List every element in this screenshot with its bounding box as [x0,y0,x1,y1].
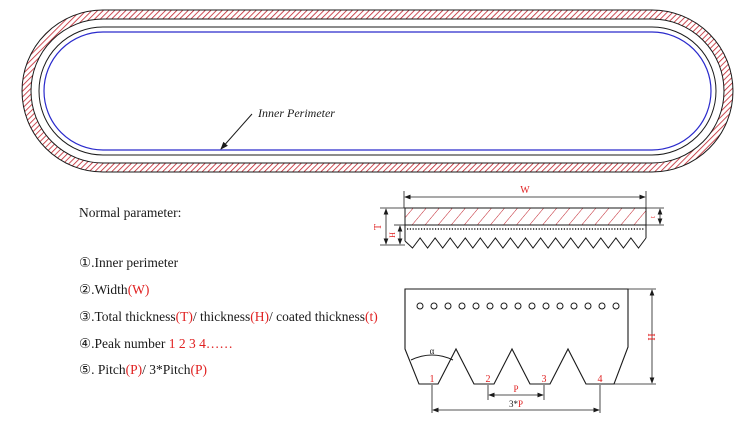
cord-circle [584,302,592,310]
cord-circle [528,302,536,310]
parameter-symbol: (H) [250,309,270,324]
cord-circle [486,302,494,310]
width-label: W [520,185,530,196]
parameter-item: ③.Total thickness(T)/ thickness(H)/ coat… [79,309,378,325]
cord-circle [556,302,564,310]
rib-detail: α H 1 2 3 4 P 3*P [404,288,656,413]
coated-thickness-label: t [649,216,657,218]
inner-perimeter-callout: Inner Perimeter [258,106,335,120]
parameter-text: .Peak number [91,336,169,351]
parameter-text: / thickness [192,309,251,324]
parameter-symbol: (P) [125,362,143,377]
thickness-label: H [388,232,397,238]
parameter-item: ⑤. Pitch(P)/ 3*Pitch(P) [79,362,207,378]
cord-circle [458,302,466,310]
parameter-symbol: 1 2 3 4…… [168,336,233,351]
pitch-label: P [513,384,518,394]
cord-circle [598,302,606,310]
parameter-symbol: (T) [175,309,193,324]
rib-profile-section [404,237,647,249]
parameter-number: ① [79,255,92,270]
parameter-number: ⑤ [79,362,92,377]
parameter-item: ④.Peak number 1 2 3 4…… [79,336,233,352]
peak-label-4: 4 [598,374,603,385]
angle-label: α [430,346,435,356]
inner-perimeter-callout-arrow [220,113,253,150]
belt-coating-layer [21,9,734,173]
cord-circle [500,302,508,310]
cord-circle [444,302,452,310]
cord-circle [472,302,480,310]
parameter-text: .Total thickness [91,309,176,324]
parameter-number: ④ [79,336,92,351]
total-thickness-label: T [373,224,384,230]
cord-row-detail [416,302,620,310]
cord-circle [430,302,438,310]
angle-arc [410,354,454,361]
peak-label-1: 1 [430,374,435,385]
rib-height-label: H [645,333,656,340]
parameter-text: .Inner perimeter [91,255,179,270]
parameter-text: . Pitch [91,362,126,377]
rib-detail-outline [404,288,629,385]
parameter-item: ②.Width(W) [79,282,149,298]
belt-overview [21,9,734,173]
triple-pitch-label: 3*P [509,399,523,409]
parameters-heading: Normal parameter: [79,205,182,220]
parameter-symbol: (W) [127,282,150,297]
parameter-number: ③ [79,309,92,324]
belt-body-line [38,26,717,156]
cross-section: W T H t [373,185,664,249]
cord-circle [612,302,620,310]
parameter-item: ①.Inner perimeter [79,255,178,271]
cord-circle [514,302,522,310]
parameter-text: / 3*Pitch [142,362,191,377]
peak-label-3: 3 [542,374,547,385]
peak-label-2: 2 [486,374,491,385]
coating-layer-section [404,207,647,226]
parameter-number: ② [79,282,92,297]
cord-circle [416,302,424,310]
cord-circle [542,302,550,310]
parameter-text: .Width [91,282,128,297]
inner-perimeter-line [43,31,712,151]
parameter-text: / coated thickness [269,309,366,324]
parameter-symbol: (t) [365,309,378,324]
parameter-symbol: (P) [190,362,208,377]
cord-circle [570,302,578,310]
